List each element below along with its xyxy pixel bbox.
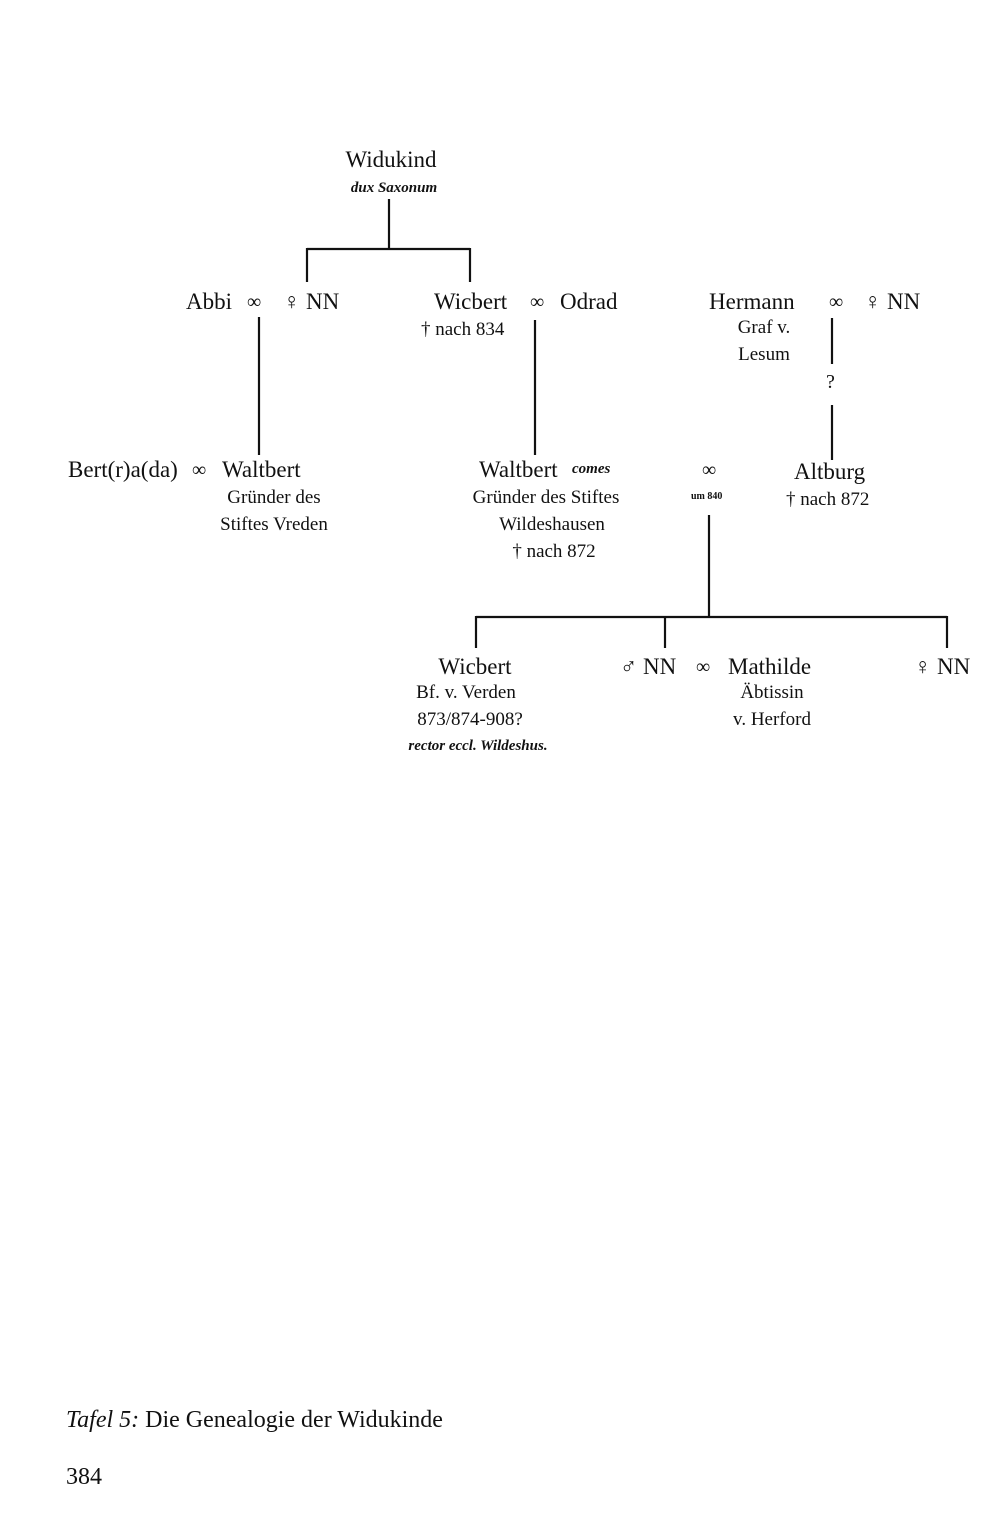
son-name: ♂ NN (620, 654, 677, 679)
son-marriage-symbol: ∞ (696, 656, 711, 678)
hermann-note-line2: Lesum (738, 344, 790, 365)
figure-caption: Tafel 5: Die Genealogie der Widukinde (66, 1408, 443, 1432)
son-spouse-mathilde: Mathilde (728, 654, 812, 679)
wicbert-name: Wicbert (434, 289, 508, 314)
mathilde-note-line2: v. Herford (733, 709, 811, 730)
wicbert-marriage-symbol: ∞ (530, 291, 545, 313)
widukind-name: Widukind (345, 147, 437, 172)
union-date: um 840 (691, 491, 723, 502)
wicbert2-note-line2: 873/874-908? (417, 709, 523, 730)
wicbert2-note-line1: Bf. v. Verden (416, 682, 516, 703)
bertrada-name: Bert(r)a(da) (68, 457, 178, 482)
waltbert-title: comes (572, 461, 611, 477)
abbi-marriage-symbol: ∞ (247, 291, 262, 313)
mathilde-note-line1: Äbtissin (740, 682, 804, 703)
abbi-spouse: ♀ NN (283, 289, 340, 314)
wicbert2-name: Wicbert (438, 654, 512, 679)
hermann-name: Hermann (709, 289, 795, 314)
uncertain-descent-mark: ? (826, 371, 835, 393)
waltbert-note-line1: Gründer des Stiftes (472, 487, 620, 508)
caption-text: Die Genealogie der Widukinde (145, 1407, 443, 1433)
altburg-death: † nach 872 (786, 489, 870, 510)
daughter-name: ♀ NN (914, 654, 971, 679)
hermann-spouse: ♀ NN (864, 289, 921, 314)
bertrada-note-line2: Stiftes Vreden (220, 514, 328, 535)
bertrada-spouse-waltbert: Waltbert (222, 457, 301, 482)
altburg-name: Altburg (794, 459, 866, 484)
wicbert-death: † nach 834 (421, 319, 505, 340)
page-number: 384 (66, 1464, 102, 1490)
wicbert2-note-line3: rector eccl. Wildeshus. (408, 738, 548, 754)
waltbert-note-line2: Wildeshausen (499, 514, 605, 535)
wicbert-spouse: Odrad (560, 289, 618, 314)
bertrada-marriage-symbol: ∞ (192, 459, 207, 481)
abbi-name: Abbi (186, 289, 232, 314)
hermann-note-line1: Graf v. (737, 317, 791, 338)
waltbert-name: Waltbert (479, 457, 558, 482)
caption-label: Tafel 5: (66, 1407, 140, 1433)
hermann-marriage-symbol: ∞ (829, 291, 844, 313)
widukind-title: dux Saxonum (350, 180, 438, 196)
waltbert-death: † nach 872 (512, 541, 596, 562)
bertrada-note-line1: Gründer des (227, 487, 321, 508)
union-marriage-symbol: ∞ (702, 459, 717, 481)
